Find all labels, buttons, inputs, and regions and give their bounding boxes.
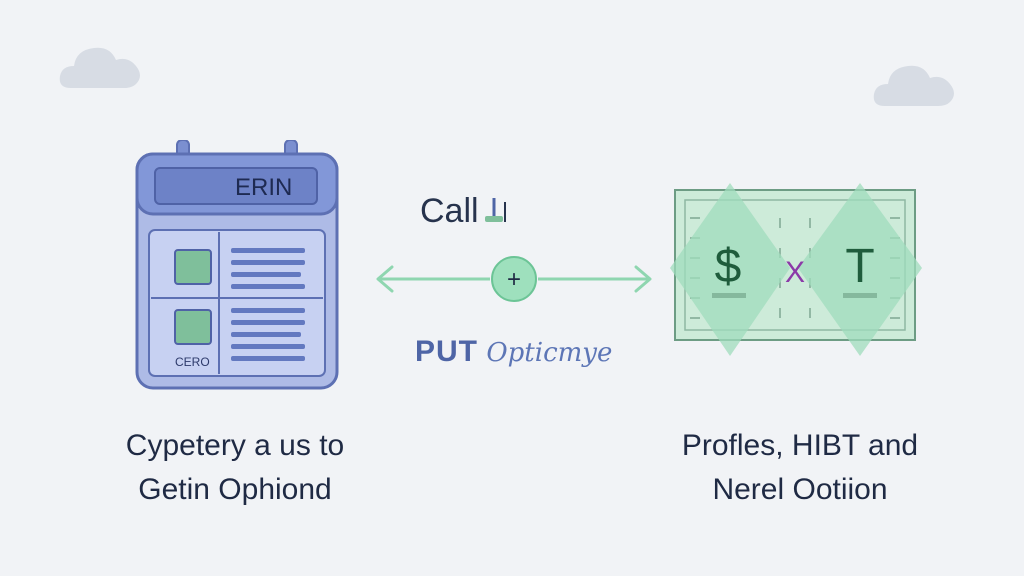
put-label: PUT Opticmye	[415, 335, 612, 369]
cloud-icon	[59, 47, 140, 88]
right-diamond	[798, 183, 922, 356]
left-caption-line2: Getin Ophiond	[138, 473, 332, 506]
right-caption-line1: Profles, HIBT and	[681, 429, 919, 462]
put-light-text: Opticmye	[486, 338, 613, 368]
cross-symbol: X	[785, 256, 805, 289]
right-caption-line2: Nerel Ootiion	[712, 473, 888, 506]
left-caption-line1: Cypetery a us to	[125, 429, 345, 462]
green-square	[174, 309, 212, 345]
right-caption: Profles, HIBT and Nerel Ootiion	[640, 424, 960, 512]
t-symbol: T	[845, 240, 874, 293]
call-pen-icon	[483, 194, 511, 233]
left-diamond	[670, 183, 790, 356]
call-label: Call	[420, 192, 620, 233]
plus-icon: +	[491, 256, 537, 302]
green-square	[174, 249, 212, 285]
calendar-icon: ERIN CERO	[135, 140, 339, 390]
left-caption: Cypetery a us to Getin Ophiond	[70, 424, 400, 512]
cloud-icon	[873, 65, 954, 106]
put-strong-text: PUT	[415, 335, 478, 368]
plus-symbol: +	[507, 266, 521, 293]
banknote-icon: $ X T	[670, 183, 922, 356]
calendar-header-text: ERIN	[235, 174, 292, 201]
calendar-footer-text: CERO	[175, 355, 210, 369]
dollar-symbol: $	[715, 240, 742, 293]
call-label-text: Call	[420, 192, 479, 230]
double-arrow: +	[376, 256, 652, 302]
